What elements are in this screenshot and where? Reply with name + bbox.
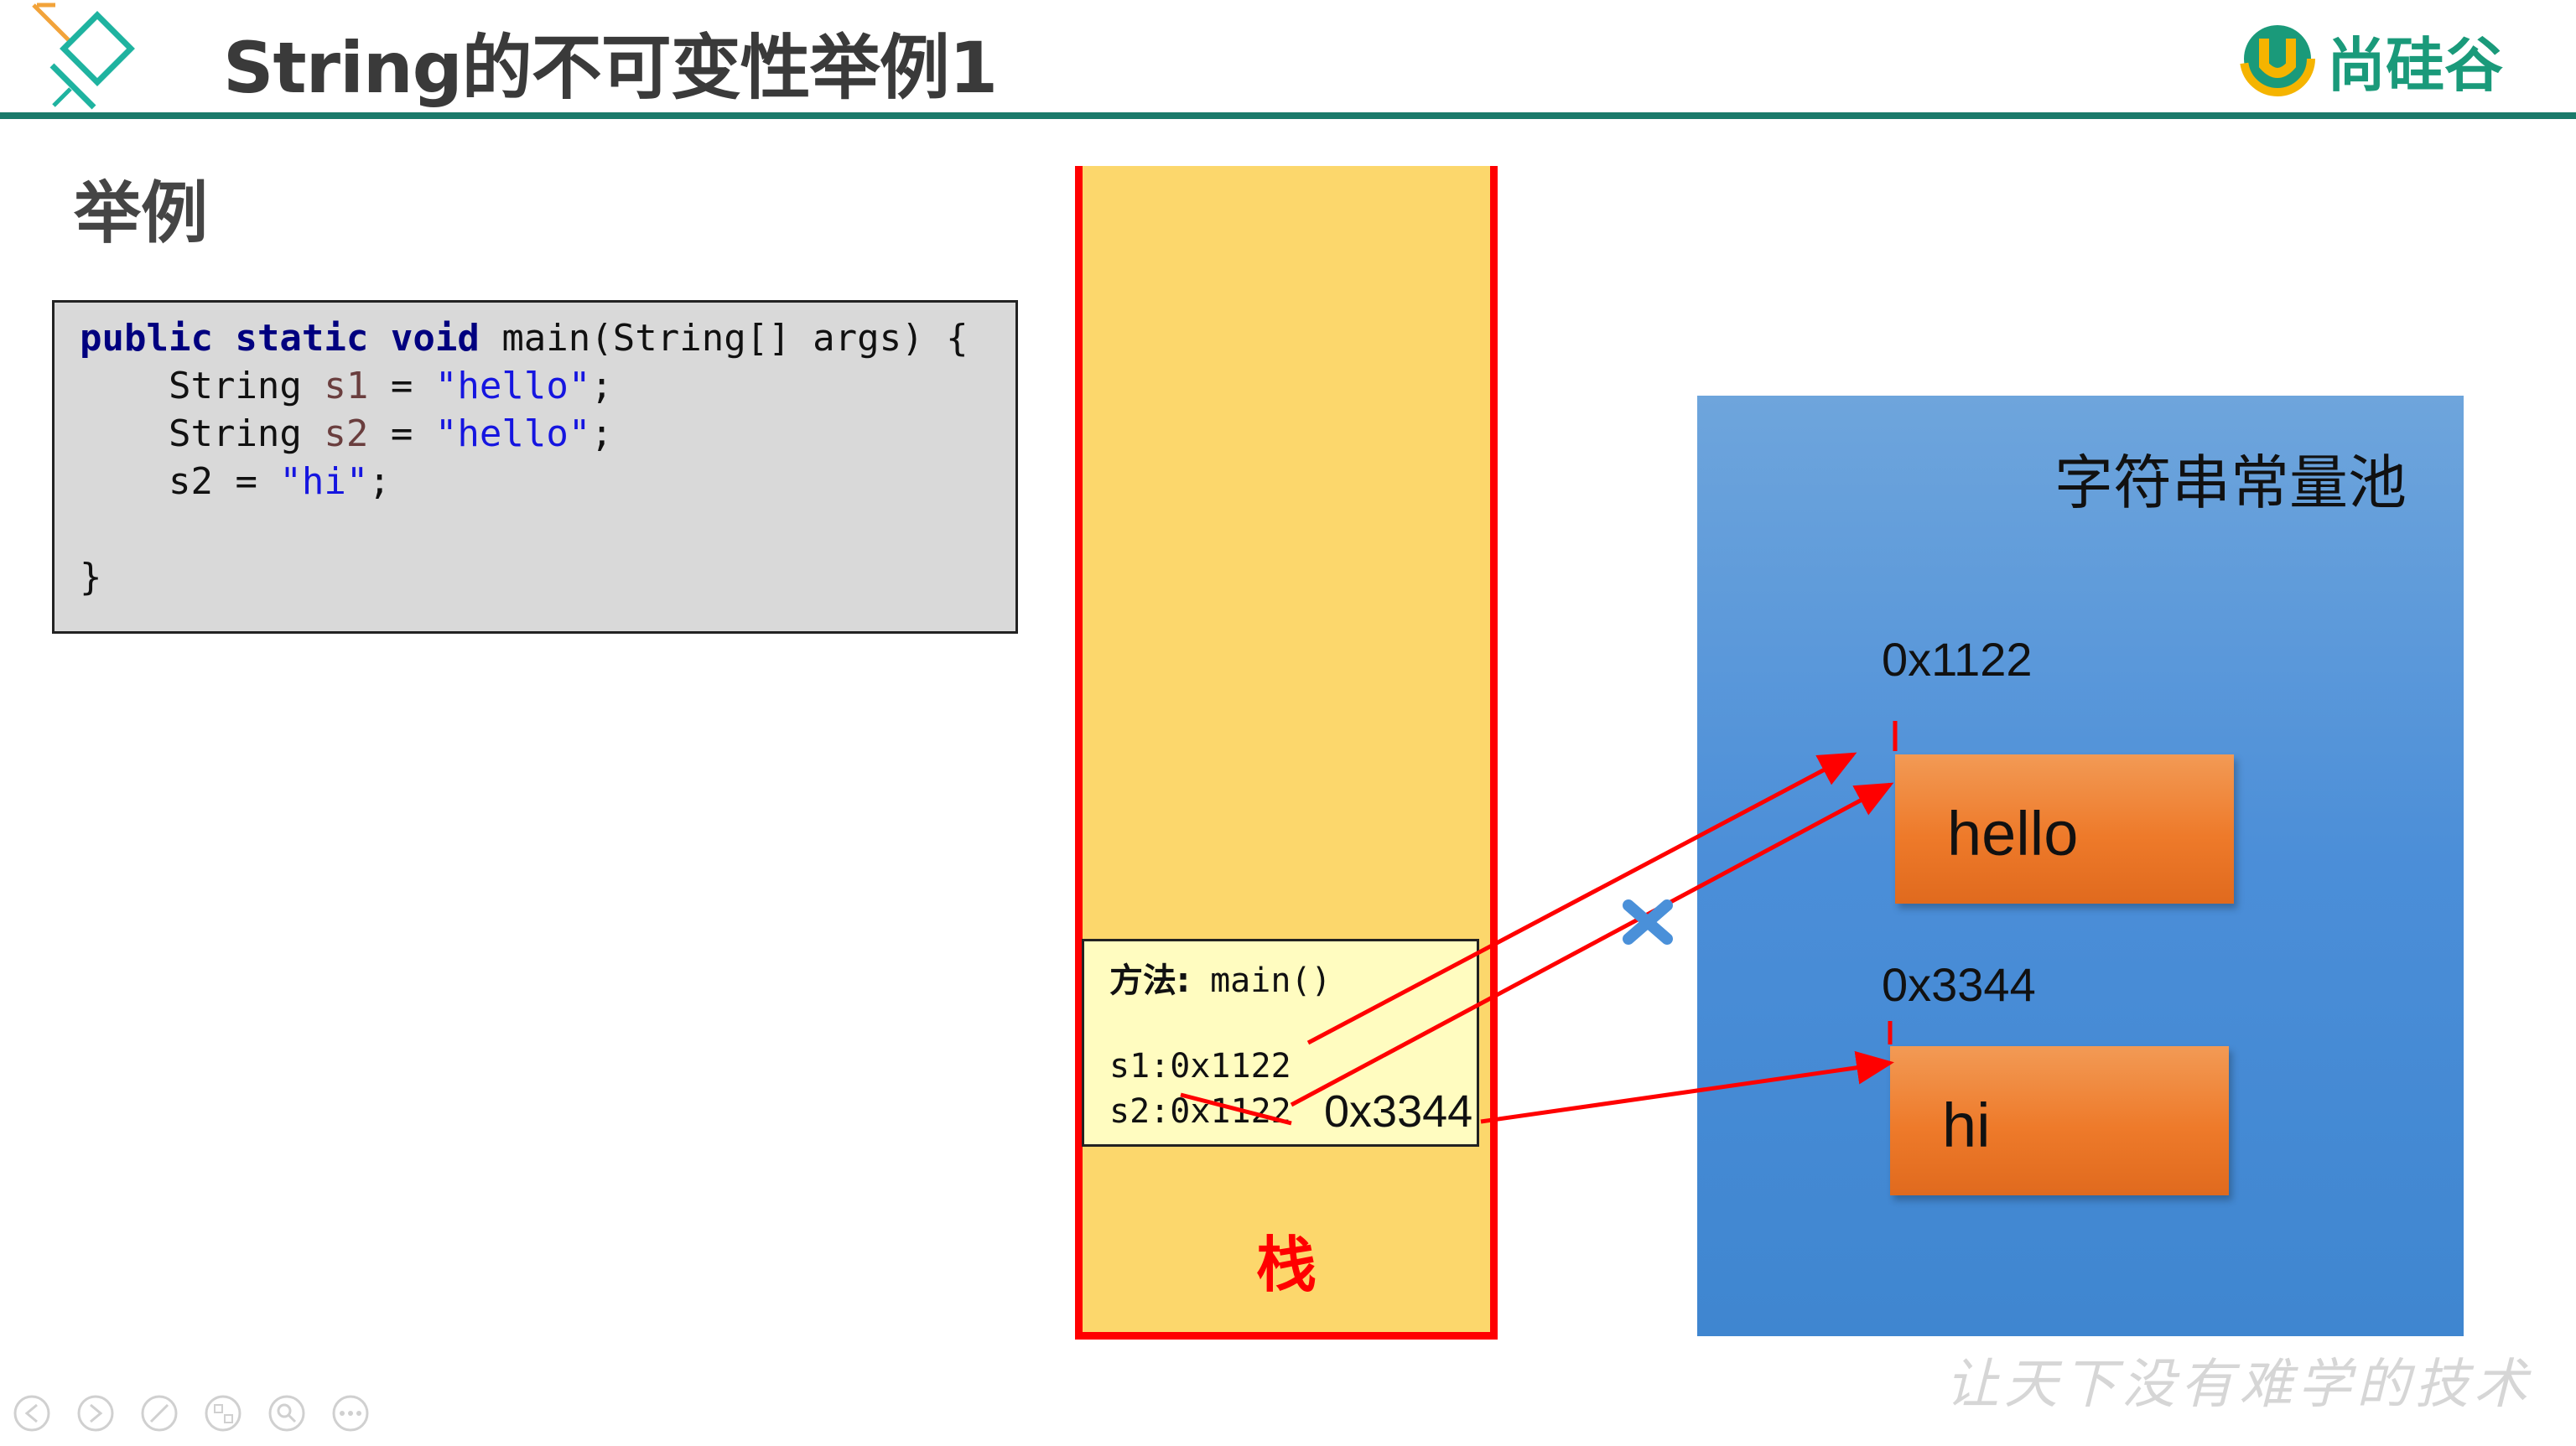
code-text: s2 =: [168, 460, 280, 503]
next-slide-icon[interactable]: [77, 1395, 114, 1432]
arrow-s1-to-hello: [1306, 752, 1857, 1045]
arrow-s2-to-hello: [1290, 782, 1894, 1107]
strike-old-s2-address: [1180, 1092, 1292, 1126]
watermark-slogan: 让天下没有难学的技术: [1945, 1354, 2532, 1416]
stack-label: 栈: [1256, 1230, 1317, 1300]
slide-title: String的不可变性举例1: [223, 27, 998, 109]
frame-method-name: main(): [1190, 961, 1332, 1000]
code-block: public static void main(String[] args) {…: [52, 300, 1018, 634]
slide-sorter-icon[interactable]: [205, 1395, 242, 1432]
code-text: main(String[] args) {: [479, 317, 969, 360]
stack-frame-main: 方法: main() s1:0x1122 s2:0x1122 0x3344: [1082, 939, 1479, 1147]
pool-string-hi-value: hi: [1942, 1091, 1991, 1160]
pool-string-hello: hello: [1895, 754, 2234, 904]
pool-title: 字符串常量池: [2054, 448, 2407, 517]
code-keywords: public static void: [80, 317, 480, 360]
code-text: ;: [590, 365, 613, 407]
code-type: String: [168, 365, 302, 407]
code-text: ;: [590, 412, 613, 455]
broken-reference-cross-icon: [1623, 899, 1673, 945]
frame-var-s1: s1:0x1122: [1109, 1047, 1291, 1086]
frame-var-s2-new-address: 0x3344: [1324, 1086, 1473, 1137]
code-closing-brace: }: [80, 556, 102, 599]
code-variable: s2: [324, 412, 369, 455]
brand-name: 尚硅谷: [2327, 31, 2503, 100]
pool-string-hi: hi: [1890, 1046, 2229, 1195]
arrow-s2-to-hi: [1480, 1050, 1894, 1124]
frame-title-label: 方法:: [1109, 961, 1190, 1000]
code-variable: s1: [324, 365, 369, 407]
section-heading: 举例: [74, 174, 208, 252]
prev-slide-icon[interactable]: [13, 1395, 50, 1432]
header-divider: [0, 112, 2576, 119]
code-string: "hello": [434, 412, 591, 455]
pen-tool-icon[interactable]: [141, 1395, 178, 1432]
frame-title: 方法: main(): [1109, 953, 1332, 1002]
pool-address-hello: 0x1122: [1882, 633, 2033, 686]
code-text: =: [368, 365, 435, 407]
code-string: "hello": [434, 365, 591, 407]
logo-diamond-icon: [32, 3, 135, 110]
code-type: String: [168, 412, 302, 455]
pool-string-hello-value: hello: [1947, 799, 2079, 868]
brand-logo-icon: [2240, 21, 2315, 96]
pool-address-hi: 0x3344: [1882, 958, 2036, 1011]
more-options-icon[interactable]: [332, 1395, 369, 1432]
code-text: =: [368, 412, 435, 455]
zoom-icon[interactable]: [268, 1395, 305, 1432]
code-string: "hi": [279, 460, 369, 503]
code-text: ;: [368, 460, 391, 503]
